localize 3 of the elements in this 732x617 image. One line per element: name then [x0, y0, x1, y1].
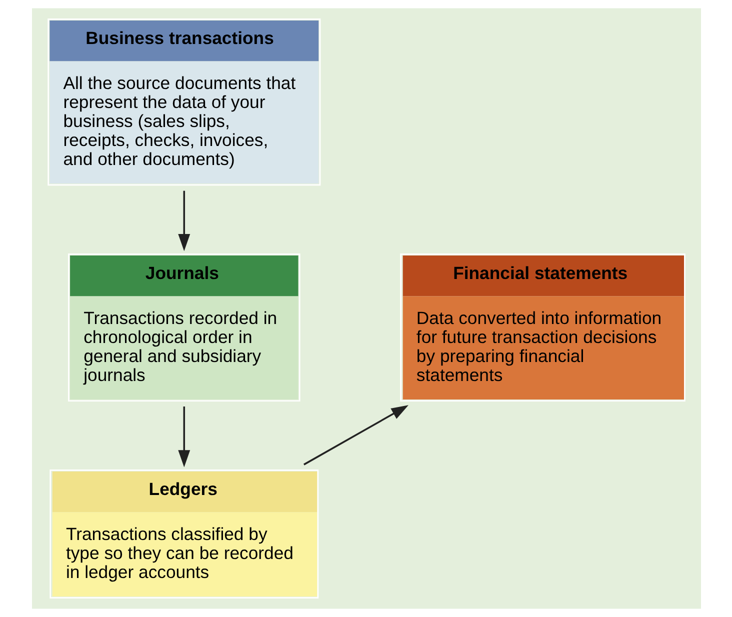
arrow — [303, 405, 408, 466]
arrow — [178, 406, 190, 468]
arrow — [178, 190, 190, 252]
